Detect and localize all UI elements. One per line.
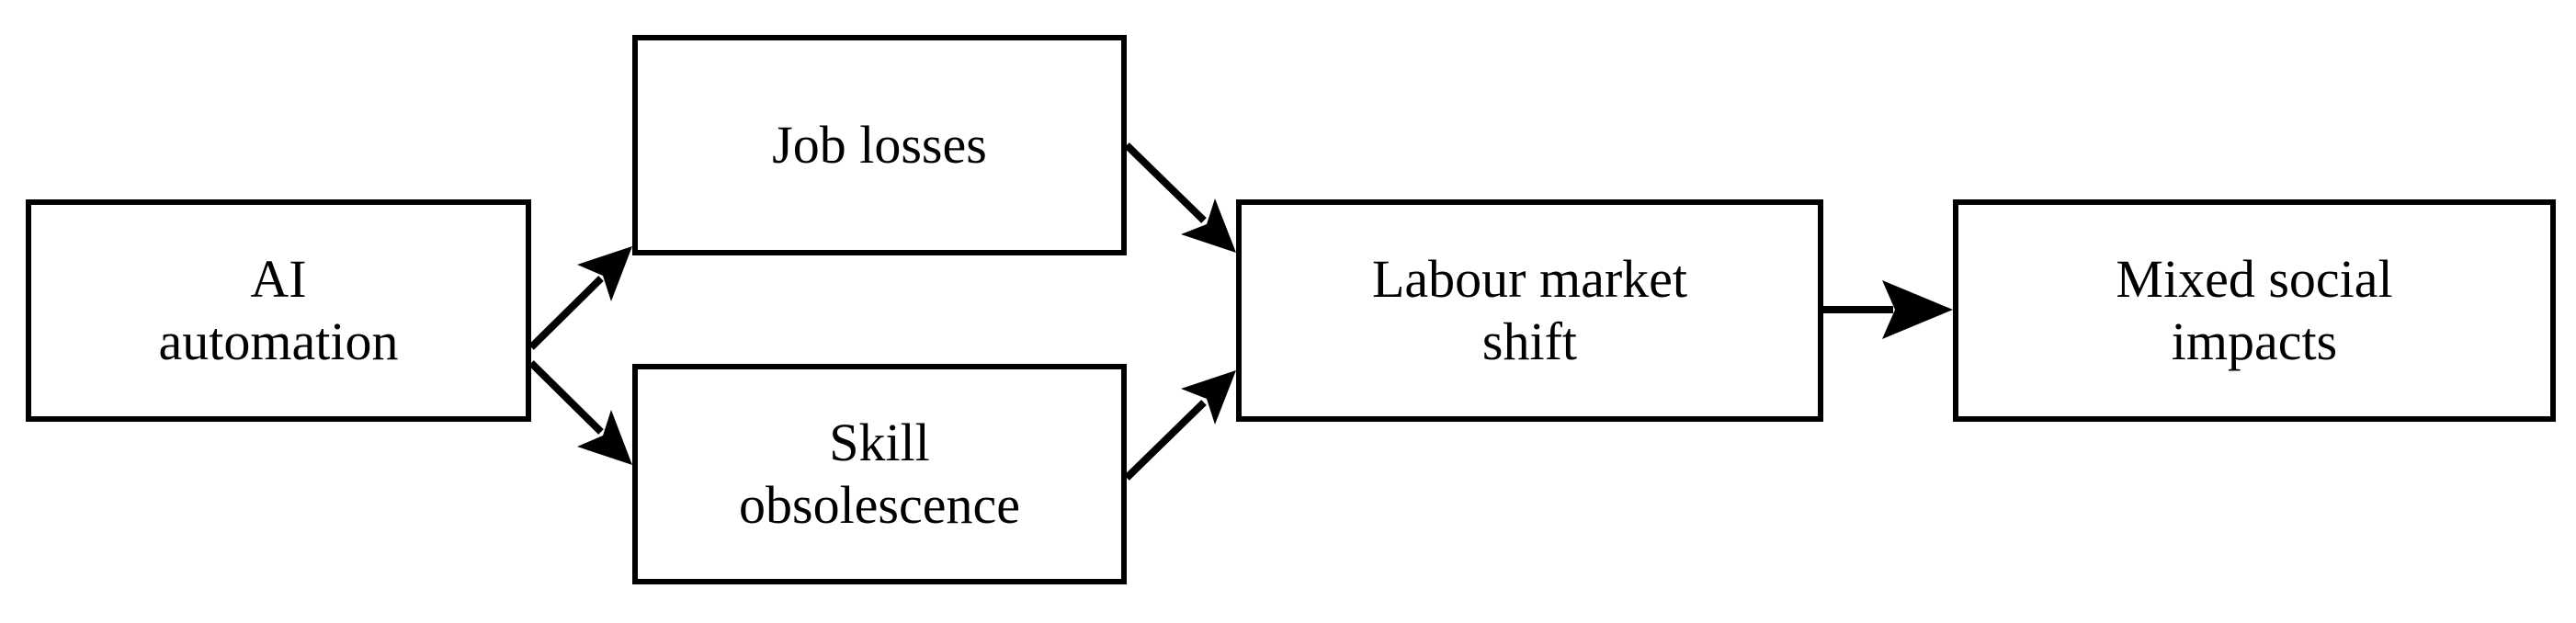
node-labour-market-shift[interactable]: Labour market shift <box>1236 199 1823 422</box>
node-ai-automation[interactable]: AI automation <box>26 199 531 422</box>
edge-ai-to-skill-obsolescence <box>528 360 632 465</box>
node-labour-market-shift-label: Labour market shift <box>1371 248 1687 371</box>
edge-labour-shift-to-impacts <box>1822 280 1953 339</box>
node-mixed-social-impacts-label: Mixed social impacts <box>2116 248 2393 371</box>
node-skill-obsolescence-label: Skill obsolescence <box>739 412 1020 535</box>
node-skill-obsolescence[interactable]: Skill obsolescence <box>632 364 1127 584</box>
node-job-losses[interactable]: Job losses <box>632 35 1127 255</box>
node-job-losses-label: Job losses <box>772 114 987 175</box>
edge-ai-to-job-losses <box>528 246 632 350</box>
edge-job-losses-to-labour-shift <box>1124 142 1236 253</box>
edge-skill-obs-to-labour-shift <box>1124 370 1236 481</box>
node-mixed-social-impacts[interactable]: Mixed social impacts <box>1953 199 2556 422</box>
node-ai-automation-label: AI automation <box>158 248 399 371</box>
